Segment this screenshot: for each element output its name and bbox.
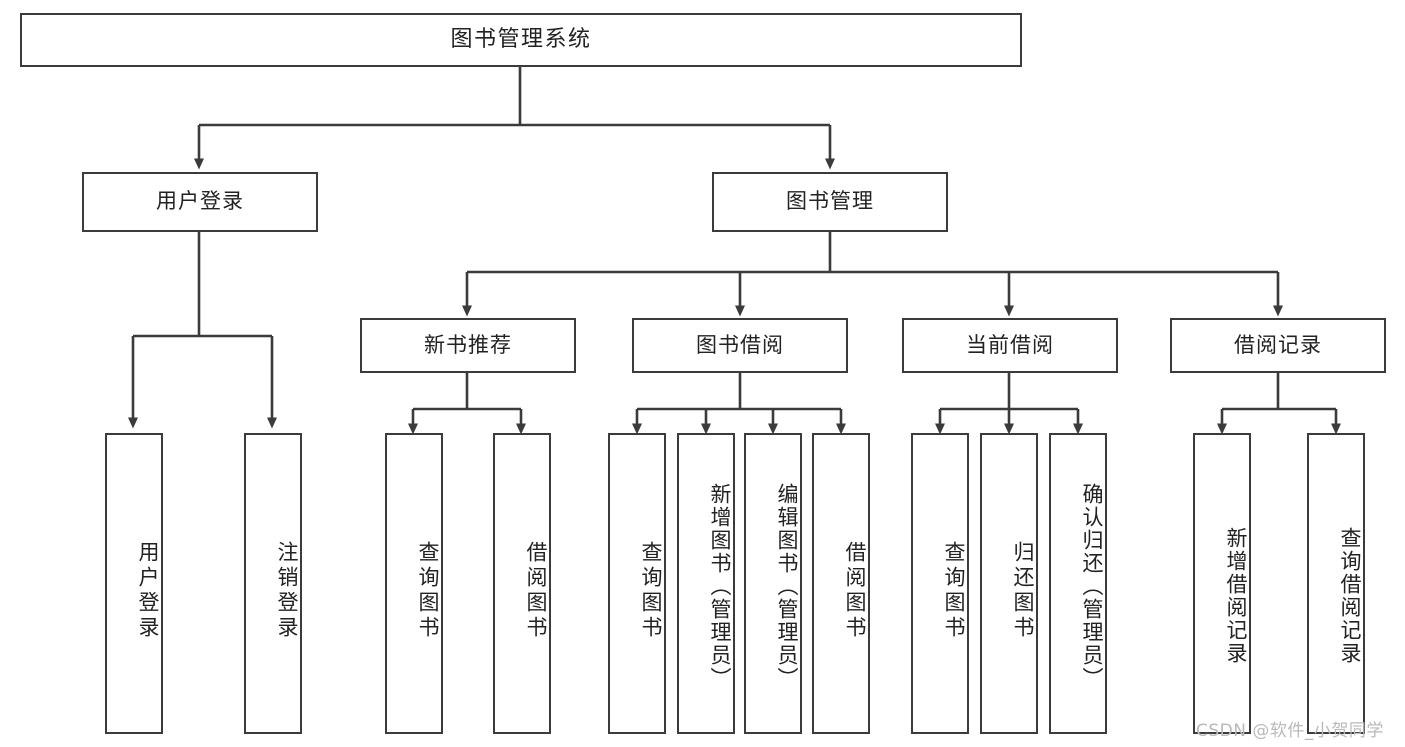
node-leaf-return-book[interactable]: 归还图书 <box>980 433 1038 734</box>
node-leaf-borrow-book-2[interactable]: 借阅图书 <box>812 433 870 734</box>
node-leaf-edit-book[interactable]: 编辑图书（管理员） <box>744 433 802 734</box>
node-borrow-record[interactable]: 借阅记录 <box>1170 318 1386 373</box>
node-book-management[interactable]: 图书管理 <box>712 172 948 232</box>
node-leaf-logout-login[interactable]: 注销登录 <box>244 433 302 734</box>
node-user-login[interactable]: 用户登录 <box>82 172 318 232</box>
node-new-book-recommend[interactable]: 新书推荐 <box>360 318 576 373</box>
node-current-borrow[interactable]: 当前借阅 <box>902 318 1118 373</box>
node-leaf-query-book-3[interactable]: 查询图书 <box>911 433 969 734</box>
node-leaf-add-book[interactable]: 新增图书（管理员） <box>677 433 735 734</box>
node-leaf-query-book-1[interactable]: 查询图书 <box>385 433 443 734</box>
node-book-borrow[interactable]: 图书借阅 <box>632 318 848 373</box>
node-system-title[interactable]: 图书管理系统 <box>20 13 1022 67</box>
node-leaf-query-book-2[interactable]: 查询图书 <box>608 433 666 734</box>
node-leaf-query-record[interactable]: 查询借阅记录 <box>1307 433 1365 734</box>
csdn-watermark: CSDN @软件_小贺同学 <box>1196 721 1384 741</box>
node-leaf-user-login[interactable]: 用户登录 <box>105 433 163 734</box>
node-leaf-add-record[interactable]: 新增借阅记录 <box>1193 433 1251 734</box>
node-leaf-borrow-book-1[interactable]: 借阅图书 <box>493 433 551 734</box>
node-leaf-confirm-return[interactable]: 确认归还（管理员） <box>1049 433 1107 734</box>
